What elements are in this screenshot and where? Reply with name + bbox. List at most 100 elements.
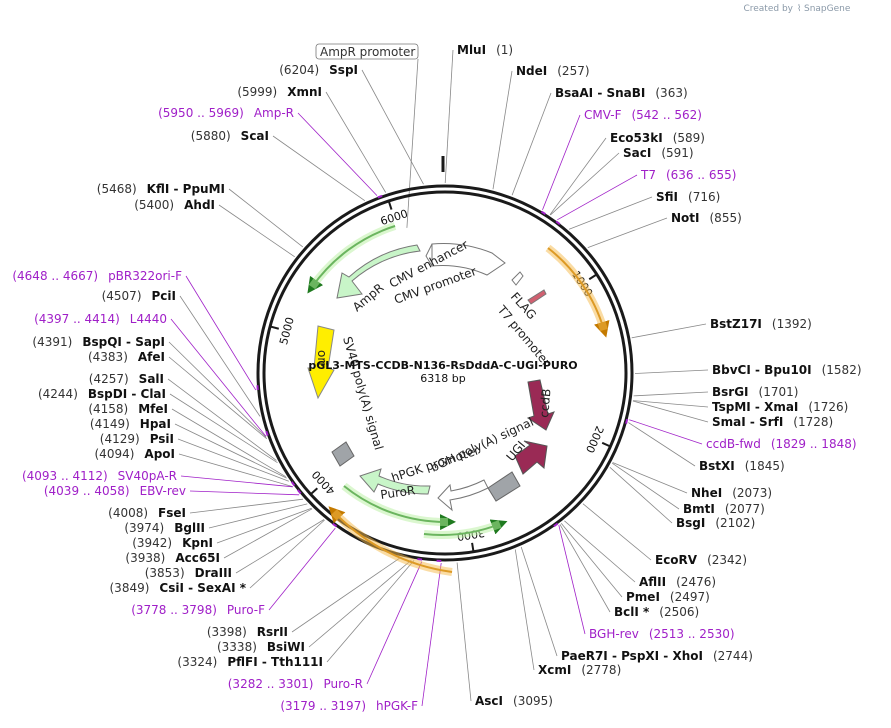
site-pcii: PciI [152, 289, 177, 303]
tick-3000 [471, 542, 475, 552]
site-paer7i-pspxi-xhoi: PaeR7I - PspXI - XhoI [561, 649, 703, 663]
site-sspi: SspI [329, 63, 358, 77]
leader-lines [167, 49, 709, 707]
site-pos-bbvci-bpu10i: (1582) [822, 363, 862, 377]
site-bspdi-clai: BspDI - ClaI [88, 387, 166, 401]
site-pflfi-tth111i: PflFI - Tth111I [227, 655, 323, 669]
site-csii-sexai: CsiI - SexAI * [159, 581, 246, 595]
site-pos-mfei: (4158) [88, 402, 128, 416]
feature-bgh-polya [487, 471, 521, 502]
tick-5000 [269, 325, 280, 330]
site-draiii: DraIII [195, 566, 232, 580]
site-acc65i: Acc65I [175, 551, 220, 565]
feature-ampr [336, 244, 421, 299]
feature-label-ccdb: ccdB [537, 388, 553, 418]
site-pos-bspdi-clai: (4244) [38, 387, 78, 401]
site-bglii: BglII [174, 521, 205, 535]
site-pos-kfli-ppumi: (5468) [97, 182, 137, 196]
site-ecorv: EcoRV [655, 553, 698, 567]
primer-pos-l4440: (4397 .. 4414) [34, 312, 120, 326]
backbone [256, 156, 634, 562]
orf-arrows [307, 222, 610, 576]
site-hpai: HpaI [140, 417, 171, 431]
site-rsrii: RsrII [257, 625, 288, 639]
feature-label-ori: ori [315, 350, 329, 366]
site-bsiwi: BsiWI [267, 640, 305, 654]
tick-2000 [601, 441, 611, 448]
site-pos-sali: (4257) [89, 372, 129, 386]
site-fsei: FseI [158, 506, 186, 520]
plasmid-center-label: pGL3-MTS-CCDB-N136-RsDddA-C-UGI-PURO 631… [308, 359, 577, 385]
feature-ori [307, 325, 335, 400]
site-bmti: BmtI [683, 502, 715, 516]
site-pos-ecorv: (2342) [707, 553, 747, 567]
site-eco53ki: Eco53kI [610, 131, 663, 145]
site-pos-saci: (591) [661, 146, 693, 160]
site-pos-paer7i-pspxi-xhoi: (2744) [713, 649, 753, 663]
site-bstz17i: BstZ17I [710, 317, 762, 331]
site-pos-noti: (855) [710, 211, 742, 225]
site-pos-pcii: (4507) [102, 289, 142, 303]
site-ndei: NdeI [516, 64, 547, 78]
brand-prefix: Created by [743, 4, 793, 14]
primer-pos-t7: (636 .. 655) [666, 168, 736, 182]
primer-pos-amp-r: (5950 .. 5969) [158, 106, 244, 120]
site-pos-bcli: (2506) [659, 605, 699, 619]
primer-pos-sv40pa-r: (4093 .. 4112) [22, 469, 108, 483]
tick-6000 [387, 200, 393, 210]
site-mfei: MfeI [138, 402, 168, 416]
site-pos-aflii: (2476) [676, 575, 716, 589]
primer-pos-puro-f: (3778 .. 3798) [131, 603, 217, 617]
feature-ugi [514, 440, 548, 475]
site-pos-sfii: (716) [688, 190, 720, 204]
site-bbvci-bpu10i: BbvCI - Bpu10I [712, 363, 812, 377]
site-pos-bsrgi: (1701) [759, 385, 799, 399]
site-pos-psii: (4129) [100, 432, 140, 446]
brand-name: SnapGene [804, 4, 851, 14]
feature-label-puror: PuroR [379, 483, 416, 502]
site-pos-pmei: (2497) [670, 590, 710, 604]
site-kpni: KpnI [182, 536, 213, 550]
site-bsaai-snabi: BsaAI - SnaBI [555, 86, 645, 100]
site-pos-csii-sexai: (3849) [110, 581, 150, 595]
primer-cmv-f: CMV-F [584, 108, 622, 122]
snapgene-brand: Created by ⌇ SnapGene [743, 3, 850, 14]
site-pos-xmni: (5999) [237, 85, 277, 99]
site-pos-nhei: (2073) [732, 486, 772, 500]
site-afei: AfeI [138, 350, 165, 364]
primer-sv40pa-r: SV40pA-R [118, 469, 177, 483]
snapgene-logo-icon: ⌇ [797, 3, 801, 14]
site-noti: NotI [671, 211, 700, 225]
feature-label-sv40-polya: SV40 poly(A) signal [340, 335, 386, 452]
site-pos-smai-srfi: (1728) [793, 415, 833, 429]
site-pos-bstz17i: (1392) [772, 317, 812, 331]
site-aflii: AflII [639, 575, 666, 589]
site-pos-acc65i: (3938) [125, 551, 165, 565]
feature-label-hpgk-promoter: hPGK promoter [390, 443, 481, 485]
site-psii: PsiI [150, 432, 174, 446]
feature-puror [359, 468, 431, 495]
primer-pos-pbr322ori-f: (4648 .. 4667) [12, 269, 98, 283]
site-pos-bstxi: (1845) [745, 459, 785, 473]
site-pmei: PmeI [626, 590, 660, 604]
site-smai-srfi: SmaI - SrfI [712, 415, 783, 429]
primer-ccdb-fwd: ccdB-fwd [706, 437, 761, 451]
site-pos-ndei: (257) [557, 64, 589, 78]
site-pos-scai: (5880) [191, 129, 231, 143]
site-pos-apoi: (4094) [95, 447, 135, 461]
primer-pos-puro-r: (3282 .. 3301) [228, 677, 314, 691]
site-ahdi: AhdI [184, 198, 215, 212]
features [307, 243, 555, 512]
plasmid-name: pGL3-MTS-CCDB-N136-RsDddA-C-UGI-PURO [308, 359, 577, 372]
tick-label-5000: 5000 [277, 316, 297, 346]
primer-pos-ebv-rev: (4039 .. 4058) [44, 484, 130, 498]
plasmid-length: 6318 bp [420, 372, 465, 385]
primer-marks [256, 194, 629, 562]
site-mlui: MluI [457, 43, 486, 57]
site-pos-kpni: (3942) [132, 536, 172, 550]
site-pos-xcmi: (2778) [581, 663, 621, 677]
site-pos-bsgi: (2102) [715, 516, 755, 530]
feature-sv40-polya [331, 441, 355, 467]
site-bcli: BclI * [614, 605, 650, 619]
